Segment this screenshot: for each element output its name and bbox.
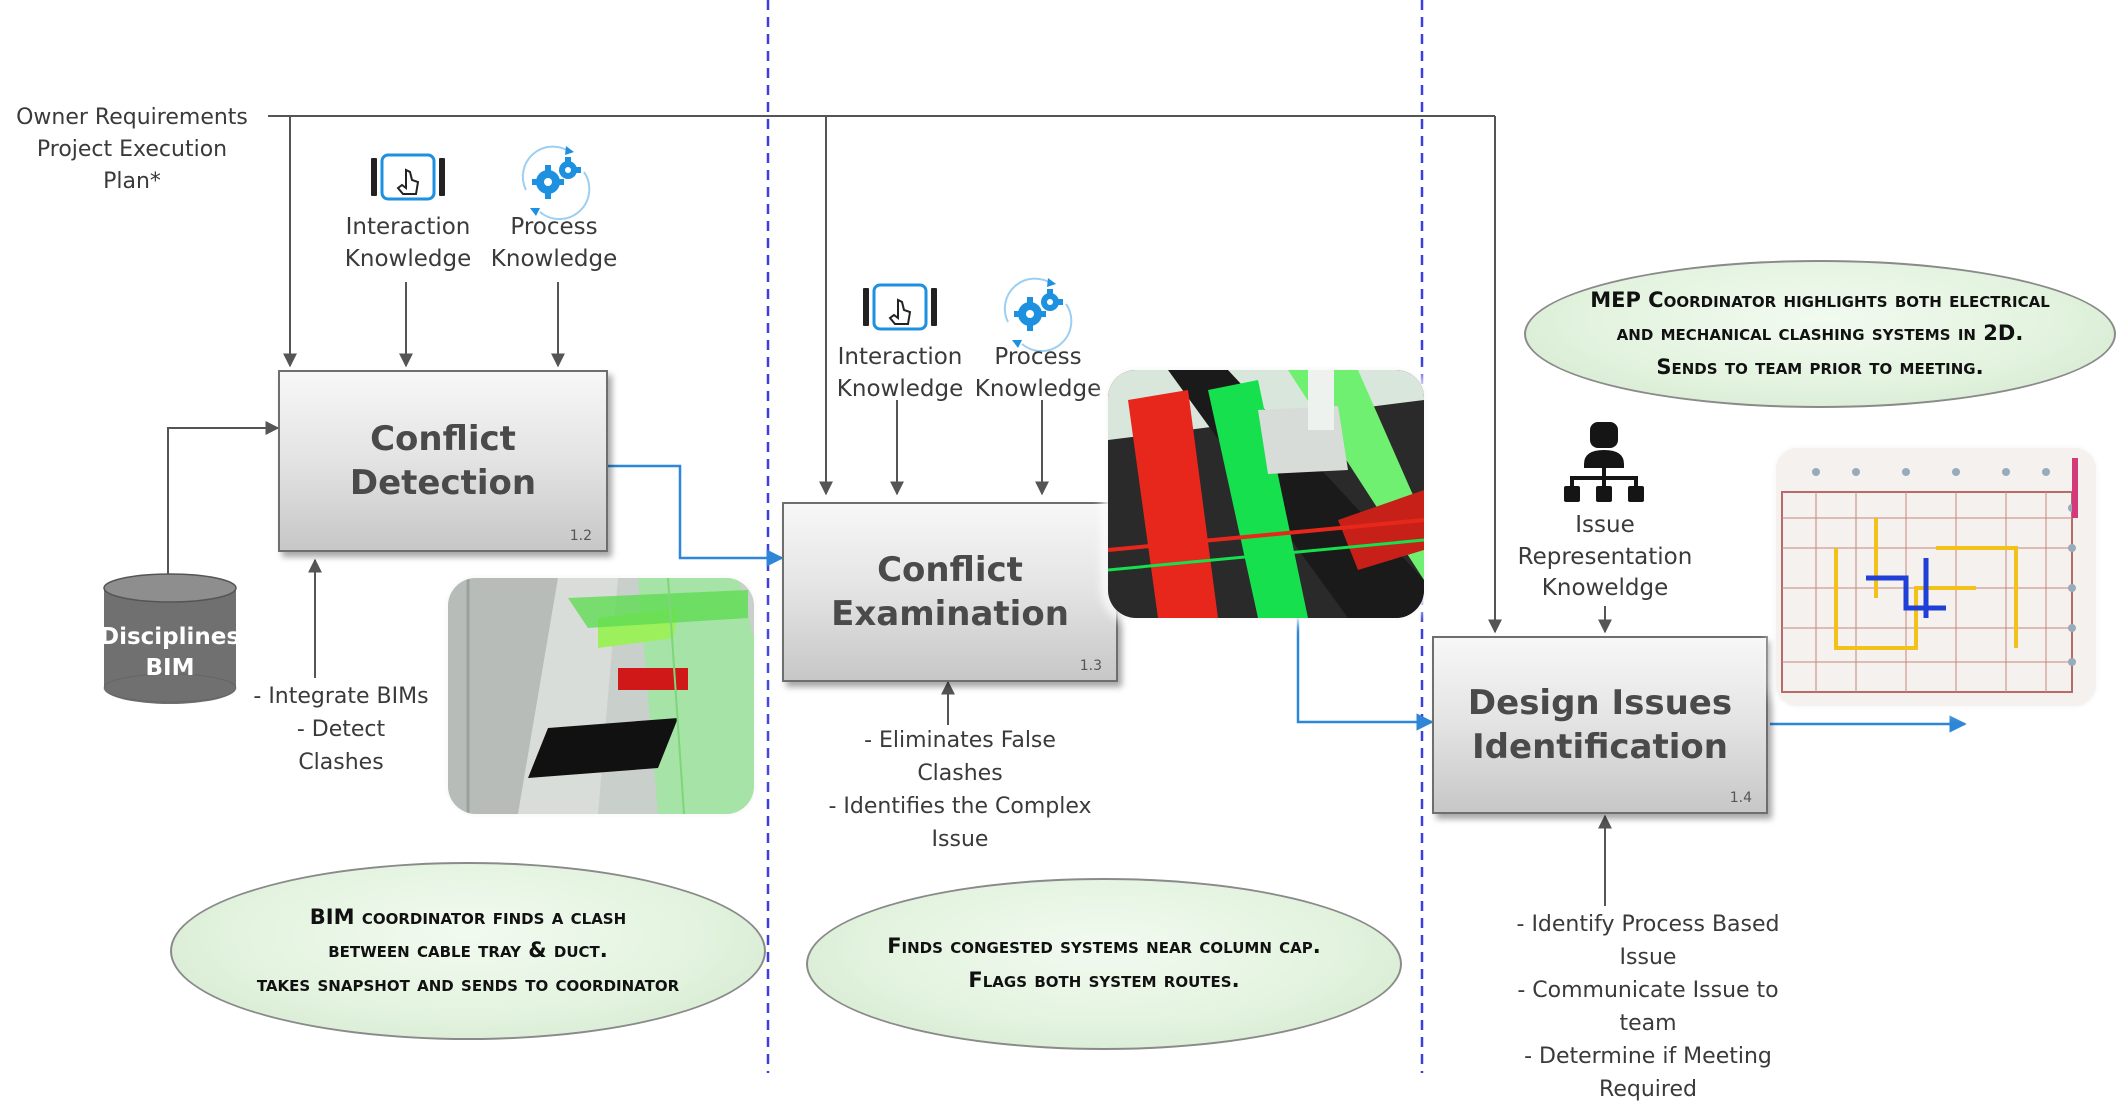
conflict-examination-title: Conflict Examination	[831, 549, 1069, 634]
examination-mechanisms-text: - Eliminates False Clashes - Identifies …	[828, 728, 1092, 852]
conflict-examination-number: 1.3	[1079, 658, 1102, 674]
knowledge-arrows	[399, 282, 1612, 634]
issue-representation-knowledge-label: Issue Representation Knoweldge	[1517, 512, 1693, 602]
gears-cycle-icon	[521, 145, 591, 220]
floor-plan-2d-snapshot	[1776, 448, 2096, 706]
bim-coordinator-callout-text: BIM coordinator finds a clash between ca…	[256, 904, 680, 996]
clash-snapshot-3d-model	[448, 578, 754, 814]
hierarchy-person-icon	[1564, 422, 1644, 502]
mep-coordinator-callout: MEP Coordinator highlights both electric…	[1524, 260, 2116, 408]
bim-coordinator-callout: BIM coordinator finds a clash between ca…	[170, 862, 766, 1040]
owner-requirements-control-arrows	[268, 115, 1502, 634]
design-issues-identification-number: 1.4	[1729, 790, 1752, 806]
mechanism-arrows	[308, 558, 1612, 906]
database-label: Disciplines' BIM	[100, 624, 248, 682]
process-knowledge-label: Process Knowledge	[490, 214, 618, 272]
database-cylinder-icon	[103, 573, 237, 704]
congested-systems-snapshot-3d-model	[1108, 370, 1424, 618]
congested-systems-callout-text: Finds congested systems near column cap.…	[887, 934, 1321, 992]
gears-cycle-icon-2	[1003, 277, 1073, 352]
detection-mechanisms-text: - Integrate BIMs - Detect Clashes	[253, 684, 429, 775]
mep-coordinator-callout-text: MEP Coordinator highlights both electric…	[1590, 287, 2050, 379]
owner-requirements-label: Owner Requirements Project Execution Pla…	[16, 105, 248, 194]
congested-systems-callout: Finds congested systems near column cap.…	[806, 878, 1402, 1050]
interaction-knowledge-label-2: Interaction Knowledge	[836, 344, 964, 402]
process-knowledge-label-2: Process Knowledge	[974, 344, 1102, 402]
touch-screen-icon-2	[863, 283, 937, 331]
database-input-arrow	[167, 421, 280, 580]
conflict-detection-number: 1.2	[569, 528, 592, 544]
interaction-knowledge-label: Interaction Knowledge	[344, 214, 472, 272]
design-issues-identification-title: Design Issues Identification	[1467, 682, 1733, 767]
identification-mechanisms-text: - Identify Process Based Issue - Communi…	[1516, 912, 1780, 1102]
conflict-examination-box[interactable]: Conflict Examination 1.3	[782, 502, 1118, 682]
conflict-detection-title: Conflict Detection	[349, 418, 537, 503]
touch-screen-icon	[371, 153, 445, 201]
conflict-detection-box[interactable]: Conflict Detection 1.2	[278, 370, 608, 552]
design-issues-identification-box[interactable]: Design Issues Identification 1.4	[1432, 636, 1768, 814]
